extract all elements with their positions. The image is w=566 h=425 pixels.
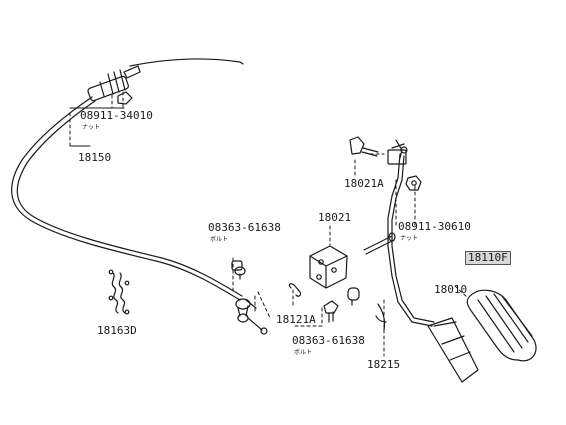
nut-08911-34010 (117, 91, 133, 105)
pedal-arm (387, 139, 435, 327)
pedal-mount (427, 317, 479, 383)
part-label-18121a: 18121A (276, 313, 316, 326)
pivot-pin (363, 232, 396, 255)
leader-lines (69, 91, 469, 357)
part-label-18163d: 18163D (97, 324, 137, 337)
bolt-label-upper: ボルト (210, 236, 229, 243)
bolt-lower (323, 300, 339, 323)
bolt-upper (231, 260, 246, 280)
nut-08911-30610 (405, 175, 422, 191)
part-label-18021: 18021 (318, 211, 352, 224)
pedal-pad (466, 289, 537, 362)
clip-18121a (288, 283, 302, 297)
part-label-18215: 18215 (367, 358, 401, 371)
bracket-lines (69, 107, 125, 147)
bolt-18021a (349, 136, 379, 157)
nut-label: ナット (82, 124, 101, 131)
part-label-18010: 18010 (434, 283, 468, 296)
pedal-bracket (309, 245, 348, 289)
nut-label-right: ナット (400, 235, 419, 242)
part-label-18021a: 18021A (344, 177, 384, 190)
cable-adjuster (87, 65, 141, 102)
cable-end (235, 298, 268, 335)
part-label-08911-30610: 08911-30610 (398, 220, 471, 233)
part-label-08911-34010: 08911-34010 (80, 109, 153, 122)
part-label-18150: 18150 (78, 151, 112, 164)
part-label-08363-61638-upper: 08363-61638 (208, 221, 281, 234)
bolt-label-lower: ボルト (294, 349, 313, 356)
accelerator-cable (11, 58, 244, 301)
clip-18163d (108, 269, 130, 315)
part-label-08363-61638-lower: 08363-61638 (292, 334, 365, 347)
part-label-18110f: 18110F (465, 251, 511, 265)
stopper-18215 (347, 287, 387, 331)
